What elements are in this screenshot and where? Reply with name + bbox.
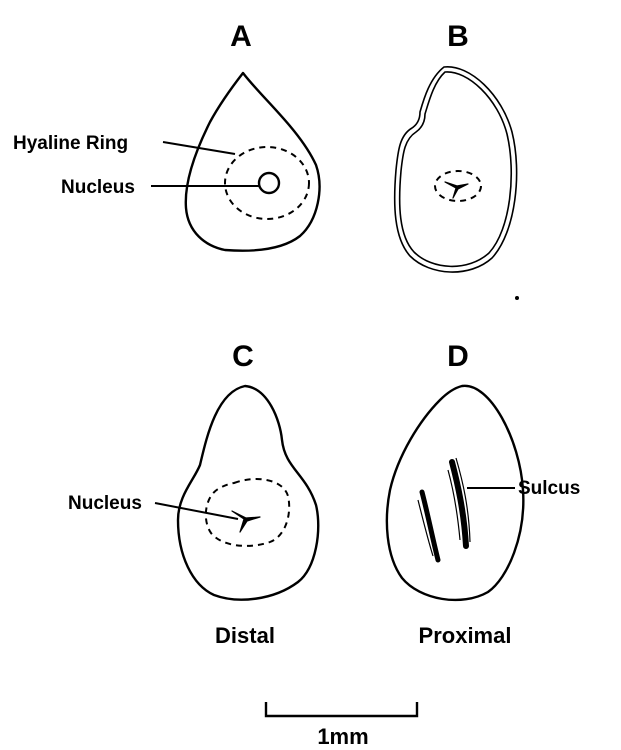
- panel-a: A Hyaline Ring Nucleus: [13, 20, 319, 251]
- panel-b-letter: B: [447, 20, 469, 53]
- panel-b-otolith-outline-inner: [400, 72, 512, 266]
- panel-c-hyaline-ring: [206, 479, 289, 546]
- panel-d-sulcus-label: Sulcus: [518, 478, 580, 499]
- panel-d-caption: Proximal: [419, 623, 512, 648]
- panel-c-caption: Distal: [215, 623, 275, 648]
- panel-c-nucleus-label: Nucleus: [68, 493, 142, 514]
- panel-a-otolith-outline: [186, 73, 320, 251]
- panel-c-nucleus: [232, 511, 260, 532]
- panel-b-nucleus: [445, 182, 468, 198]
- panel-b: B: [395, 20, 517, 272]
- panel-c-otolith-outline: [178, 386, 318, 600]
- stray-dot: [515, 296, 519, 300]
- panel-c: C Nucleus Distal: [68, 340, 318, 648]
- panel-a-hyaline-ring-label: Hyaline Ring: [13, 133, 128, 154]
- panel-a-nucleus: [259, 173, 279, 193]
- panel-d-sulcus: [418, 458, 470, 560]
- panel-d: D Sulcus Proximal: [387, 340, 580, 648]
- panel-d-letter: D: [447, 340, 469, 373]
- panel-c-letter: C: [232, 340, 254, 373]
- panel-b-otolith-outline: [395, 67, 517, 272]
- scale-bar: 1mm: [266, 702, 417, 749]
- panel-a-letter: A: [230, 20, 252, 53]
- panel-a-hyaline-ring: [225, 147, 309, 219]
- scale-bar-line: [266, 702, 417, 716]
- panel-a-nucleus-label: Nucleus: [61, 177, 135, 198]
- panel-d-otolith-outline: [387, 386, 523, 600]
- panel-c-nucleus-leader: [155, 503, 238, 519]
- scale-bar-label: 1mm: [317, 724, 368, 749]
